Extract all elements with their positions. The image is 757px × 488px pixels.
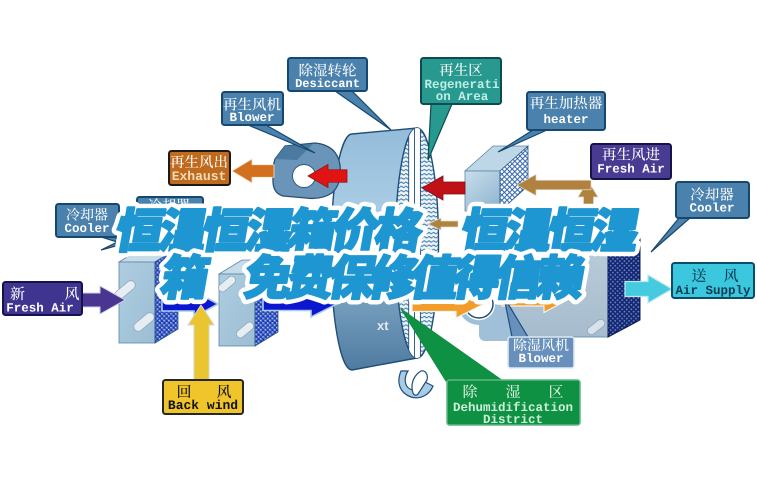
svg-text:Blower: Blower [518, 352, 563, 366]
svg-text:Exhaust: Exhaust [172, 169, 227, 184]
svg-text:Cooler: Cooler [689, 202, 734, 216]
svg-text:Dehumidification: Dehumidification [453, 401, 573, 415]
svg-text:Cooler: Cooler [64, 222, 109, 236]
svg-text:Air Supply: Air Supply [675, 284, 751, 298]
svg-text:Fresh Air: Fresh Air [6, 302, 74, 316]
svg-text:Desiccant: Desiccant [295, 77, 360, 91]
svg-text:on Area: on Area [436, 90, 489, 104]
svg-text:District: District [483, 413, 543, 427]
svg-text:Fresh Air: Fresh Air [597, 163, 665, 177]
svg-text:xt: xt [377, 318, 389, 333]
svg-text:Blower: Blower [229, 111, 274, 125]
svg-text:heater: heater [543, 113, 588, 127]
svg-text:Regenerati: Regenerati [424, 78, 499, 92]
svg-text:Back wind: Back wind [168, 398, 238, 413]
